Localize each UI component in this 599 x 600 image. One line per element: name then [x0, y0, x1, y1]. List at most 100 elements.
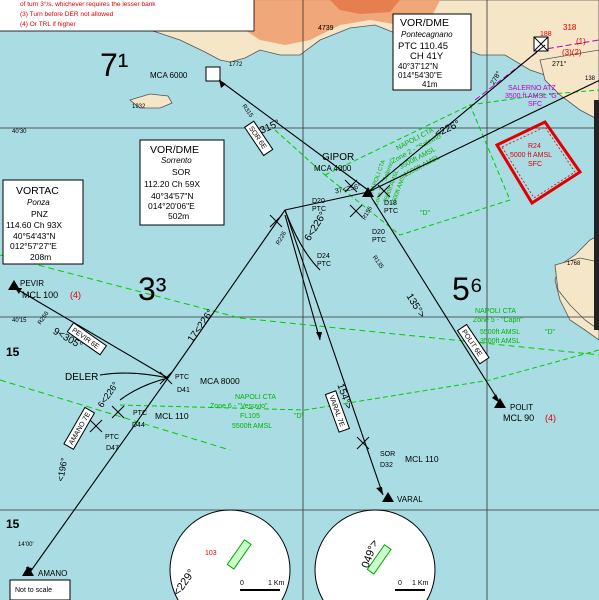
varal-fix-icon — [382, 492, 394, 502]
airport-318: 318 — [563, 23, 577, 32]
dme-d41: D41 — [177, 387, 190, 394]
dme-d47: D47 — [106, 445, 119, 452]
vor-ptc-name: Pontecagnano — [401, 30, 453, 39]
msa-sector-33: 3³ — [138, 271, 167, 307]
vor-sor-ident: SOR — [172, 167, 190, 177]
cta-5-lower: 3500ft AMSL — [480, 338, 520, 345]
gipor-label: GIPOR — [322, 152, 354, 163]
r24-upper: 5000 ft AMSL — [510, 152, 552, 159]
cta-6-upper: FL105 — [240, 413, 260, 420]
airport-elev-188: 188 — [540, 31, 552, 38]
cta-zone-boundary-west — [274, 129, 326, 176]
dme-d20-b-ptc: PTC — [372, 237, 386, 244]
vor-sor-lon: 014°20'06"E — [148, 201, 195, 211]
inset-left-scale-0: 0 — [240, 580, 244, 587]
elevation-1772: 1772 — [229, 62, 243, 68]
lon-label-1400: 14'00' — [18, 542, 34, 548]
terrain-relief-2 — [330, 0, 400, 14]
cta-5-upper: 5500ft AMSL — [480, 329, 520, 336]
r24-name: R24 — [528, 143, 541, 150]
vor-ptc-elev: 41m — [422, 80, 438, 89]
pevir-fix-icon — [8, 280, 20, 290]
vor-sor-title: VOR/DME — [150, 144, 199, 156]
inset-left-scale-1: 1 Km — [268, 580, 285, 587]
holding-fix-icon — [205, 66, 221, 82]
dme-d20-a-ptc: PTC — [312, 206, 326, 213]
vortac-pnz-lat: 40°54'43"N — [13, 231, 56, 241]
cta-5-zone: Zone 5 - "Capri" — [473, 317, 523, 324]
vortac-pnz-title: VORTAC — [16, 185, 59, 197]
vortac-pnz-lon: 012°57'27"E — [10, 241, 57, 251]
cta-6-zone: Zone 6 - "Vesuvio" — [210, 403, 268, 410]
msa-sector-71: 7¹ — [100, 47, 128, 83]
msa-sector-56: 5⁶ — [452, 271, 483, 307]
cta-zone-2-boundary — [324, 104, 511, 236]
vor-ptc-freq: PTC 110.45 — [398, 41, 448, 52]
cta-6-lower: 5500ft AMSL — [232, 423, 272, 430]
vor-sor-freq: 112.20 Ch 59X — [144, 179, 200, 189]
lat-label-4015: 40'15 — [12, 318, 27, 324]
island-capri — [129, 93, 173, 109]
vortac-pnz-box: VORTAC Ponza PNZ 114.60 Ch 93X 40°54'43"… — [2, 179, 84, 265]
elevation-4739: 4739 — [318, 25, 334, 32]
pevir-label: PEVIR — [20, 279, 44, 288]
restricted-area-r24: R24 5000 ft AMSL SFC — [494, 120, 583, 206]
vor-sor-lat: 40°34'57"N — [151, 191, 194, 201]
dme-d24: D24 — [317, 253, 330, 260]
dme-ptc-d44: PTC — [133, 410, 147, 417]
dme-ptc-d41: PTC — [175, 374, 189, 381]
pevir-mcl: MCL 100 — [22, 290, 58, 300]
airport-note-1: (1) — [576, 37, 586, 46]
vor-sor-box: VOR/DME Sorrento SOR 112.20 Ch 59X 40°34… — [139, 139, 225, 226]
dme-d20-a: D20 — [312, 198, 325, 205]
deler-label: DELER — [65, 372, 98, 383]
vor-ptc-lon: 014°54'30"E — [398, 71, 442, 80]
inset-right-scale-0: 0 — [398, 580, 402, 587]
airport-salerno: 188 318 (1) (3)(2) 271° — [533, 23, 586, 68]
vortac-pnz-name: Ponza — [27, 198, 50, 207]
cta-2-class: "D" — [420, 210, 431, 217]
vor-ptc-channel: CH 41Y — [410, 51, 444, 62]
inset-airport-right: 049°> 0 1 Km — [314, 509, 436, 600]
dme-d44: D44 — [132, 422, 145, 429]
vortac-pnz-freq: 114.60 Ch 93X — [6, 220, 62, 230]
airport-note-3-2: (3)(2) — [562, 48, 582, 57]
deler-mca: MCA 8000 — [200, 376, 240, 386]
inset-airport-left: 103 <229° 0 1 Km — [169, 509, 291, 600]
island-east — [554, 257, 599, 331]
gipor-mca: MCA 4000 — [314, 164, 352, 173]
vortac-pnz-ident: PNZ — [31, 209, 48, 219]
dme-d20-b: D20 — [372, 229, 385, 236]
note-line-2: (3) Turn before DER not allowed — [20, 11, 114, 18]
atz-lower: SFC — [528, 101, 542, 108]
lat-label-4030: 40'30 — [12, 129, 27, 135]
dme-d24-ptc: PTC — [317, 261, 331, 268]
atz-limits: 3500 ft AMSL "G" — [505, 93, 560, 100]
polit-note: (4) — [545, 413, 556, 423]
polit-mcl: MCL 90 — [503, 413, 534, 423]
dme-fix-crosses — [89, 179, 391, 450]
polit-fix-icon — [494, 398, 506, 408]
elevation-138: 138 — [585, 76, 596, 82]
not-to-scale-label: Not to scale — [15, 587, 52, 594]
track-196: <196° — [55, 457, 69, 483]
amano-label: AMANO — [38, 569, 67, 578]
vor-sor-name: Sorrento — [161, 156, 192, 165]
pevir-note: (4) — [70, 290, 81, 300]
polit-label: POLIT — [510, 403, 533, 412]
atz-name: SALERNO ATZ — [508, 85, 556, 92]
cta-5-class: "D" — [545, 329, 556, 336]
land-mass-east-upper — [539, 49, 599, 121]
grid-15-marker-2: 15 — [6, 517, 20, 531]
not-to-scale-box — [9, 579, 71, 600]
inset-left-elev: 103 — [205, 550, 217, 557]
r24-lower: SFC — [528, 161, 542, 168]
vor-ptc-title: VOR/DME — [400, 17, 449, 29]
tracks — [14, 44, 599, 576]
elevation-1932: 1932 — [132, 104, 146, 110]
note-line-3: (4) Or TRL if higher — [20, 21, 76, 28]
mcl-110-b: MCL 110 — [405, 454, 439, 464]
vor-ptc-lat: 40°37'12"N — [398, 62, 438, 71]
